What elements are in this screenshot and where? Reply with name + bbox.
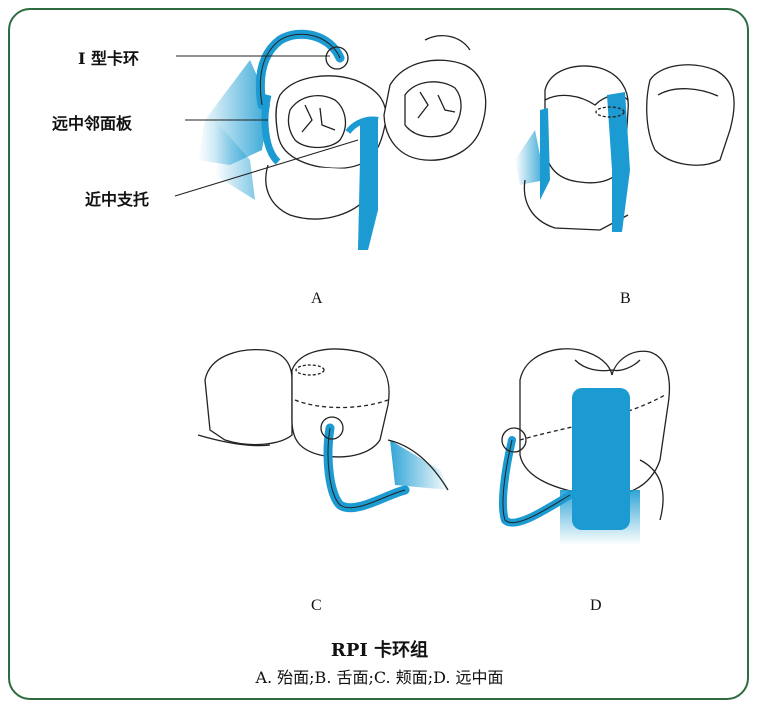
panel-label-c: C	[311, 597, 322, 615]
panel-b-drawing	[515, 65, 734, 232]
panel-d-drawing	[502, 349, 669, 545]
panel-label-a: A	[311, 290, 323, 308]
label-distal-proximal-plate: 远中邻面板	[52, 110, 132, 134]
panel-label-b: B	[620, 290, 631, 308]
panel-c-drawing	[198, 349, 450, 508]
panel-label-d: D	[590, 597, 602, 615]
panel-a-drawing	[198, 34, 486, 250]
label-mesial-rest: 近中支托	[85, 186, 149, 210]
label-i-bar-clasp: I 型卡环	[78, 45, 139, 69]
figure-caption-subtitle: A. 殆面;B. 舌面;C. 颊面;D. 远中面	[0, 664, 759, 688]
figure-caption-title: RPI 卡环组	[0, 636, 759, 662]
